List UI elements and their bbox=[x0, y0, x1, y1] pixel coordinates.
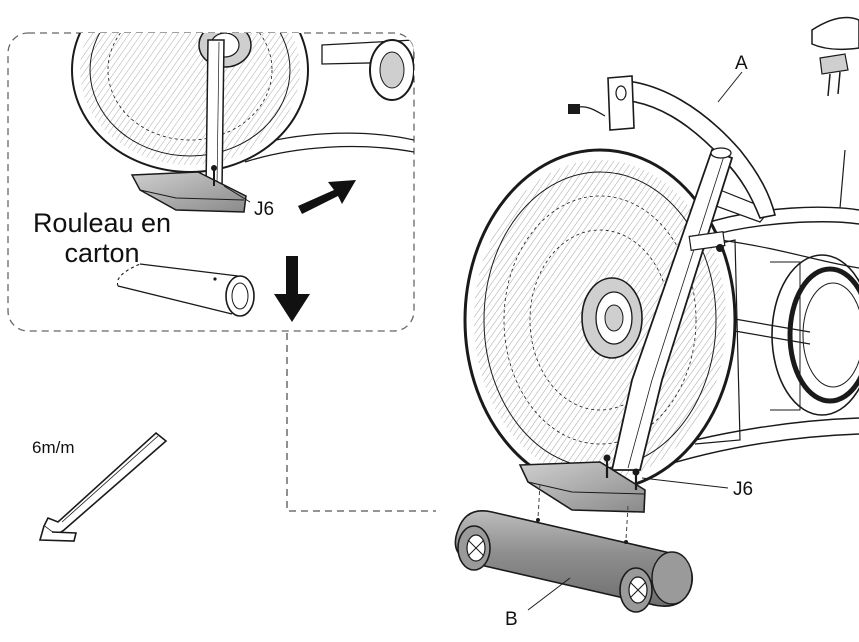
left-wheel bbox=[457, 525, 491, 571]
arrow-right-up-icon bbox=[298, 180, 356, 214]
seat bbox=[811, 16, 859, 97]
rear-wheel-housing bbox=[770, 254, 859, 416]
label-tool-size: 6m/m bbox=[32, 438, 75, 457]
inset-foot-plate bbox=[130, 165, 247, 213]
label-cardboard-roll: Rouleau en carton bbox=[12, 208, 192, 268]
front-stabilizer bbox=[454, 510, 694, 613]
arrow-down-icon bbox=[274, 256, 310, 322]
leader-j6 bbox=[641, 477, 729, 489]
cardboard-roll bbox=[116, 263, 255, 317]
leader-a bbox=[717, 71, 743, 103]
label-bolt-j6-main: J6 bbox=[733, 479, 754, 500]
handlebar-arm bbox=[568, 75, 776, 219]
hex-key-icon bbox=[38, 431, 168, 542]
fan-wheel bbox=[463, 148, 737, 492]
label-cardboard-roll-line2: carton bbox=[64, 238, 140, 268]
main-assembly-view bbox=[454, 16, 859, 613]
label-bolt-j6-inset: J6 bbox=[254, 199, 275, 220]
leader-b bbox=[527, 577, 571, 611]
front-upright bbox=[610, 147, 734, 471]
label-part-a: A bbox=[735, 53, 748, 74]
right-wheel bbox=[619, 567, 653, 613]
dashed-connector bbox=[286, 333, 436, 512]
label-part-b: B bbox=[505, 609, 518, 630]
foot-plate bbox=[518, 454, 646, 513]
label-cardboard-roll-line1: Rouleau en bbox=[32, 208, 172, 238]
detail-inset bbox=[7, 32, 415, 332]
